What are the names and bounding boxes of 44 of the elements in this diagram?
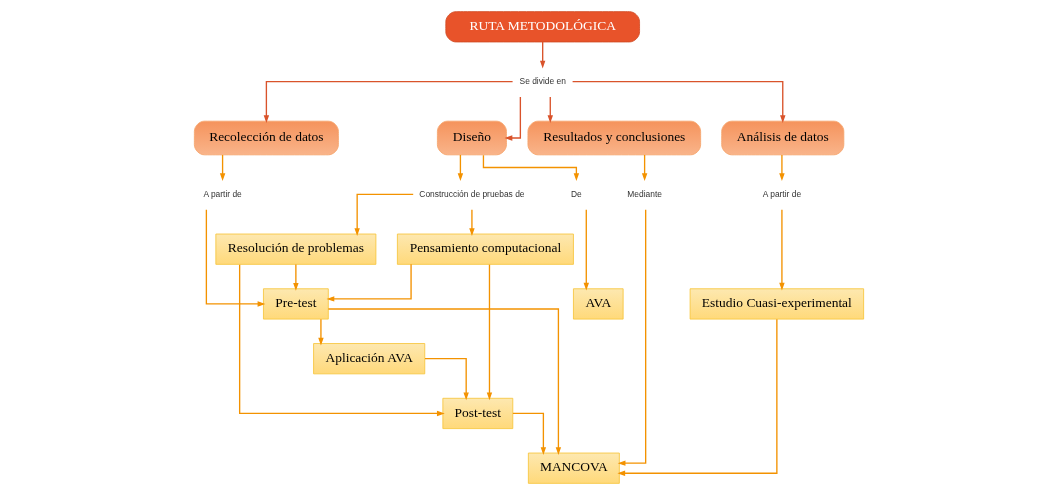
node-text: Mediante bbox=[627, 188, 662, 199]
node-box: Estudio Cuasi-experimental bbox=[689, 288, 865, 320]
node-box: Recolección de datos bbox=[193, 120, 339, 156]
arrow bbox=[354, 193, 414, 236]
arrow bbox=[457, 154, 464, 182]
arrow bbox=[318, 318, 324, 346]
arrow bbox=[482, 154, 580, 182]
node-box: Diseño bbox=[436, 120, 507, 156]
arrow bbox=[424, 358, 469, 401]
arrow bbox=[263, 80, 514, 124]
arrow bbox=[512, 412, 547, 455]
arrow bbox=[326, 263, 412, 302]
arrow bbox=[779, 209, 785, 291]
arrow bbox=[504, 96, 522, 141]
arrow bbox=[205, 209, 266, 307]
node-box: AVA bbox=[573, 288, 624, 320]
arrow bbox=[583, 209, 589, 291]
node-box: Pre-test bbox=[263, 288, 329, 320]
arrow bbox=[779, 154, 785, 182]
arrow bbox=[617, 318, 778, 476]
arrow bbox=[293, 263, 299, 291]
node-box: Resultados y conclusiones bbox=[527, 120, 702, 156]
node-box: MANCOVA bbox=[527, 452, 620, 484]
node-text: A partir de bbox=[762, 188, 802, 199]
arrow bbox=[617, 208, 647, 466]
node-text: Se divide en bbox=[519, 75, 566, 86]
arrow bbox=[539, 41, 546, 69]
arrow bbox=[327, 308, 562, 455]
node-box: Análisis de datos bbox=[721, 120, 845, 156]
node-text: Construcción de pruebas de bbox=[419, 188, 525, 199]
node-text: A partir de bbox=[203, 188, 242, 199]
node-box: Post-test bbox=[442, 397, 514, 430]
node-box: RUTA METODOLÓGICA bbox=[445, 11, 640, 43]
arrow bbox=[547, 96, 553, 124]
arrow bbox=[641, 154, 648, 182]
arrow bbox=[469, 209, 475, 237]
node-text: De bbox=[571, 188, 582, 199]
node-box: Resolución de problemas bbox=[215, 233, 377, 265]
arrow bbox=[219, 154, 226, 182]
node-box: Pensamiento computacional bbox=[396, 233, 574, 265]
arrow bbox=[486, 263, 493, 401]
arrow bbox=[238, 263, 445, 417]
arrow bbox=[571, 80, 786, 124]
node-box: Aplicación AVA bbox=[313, 343, 426, 375]
